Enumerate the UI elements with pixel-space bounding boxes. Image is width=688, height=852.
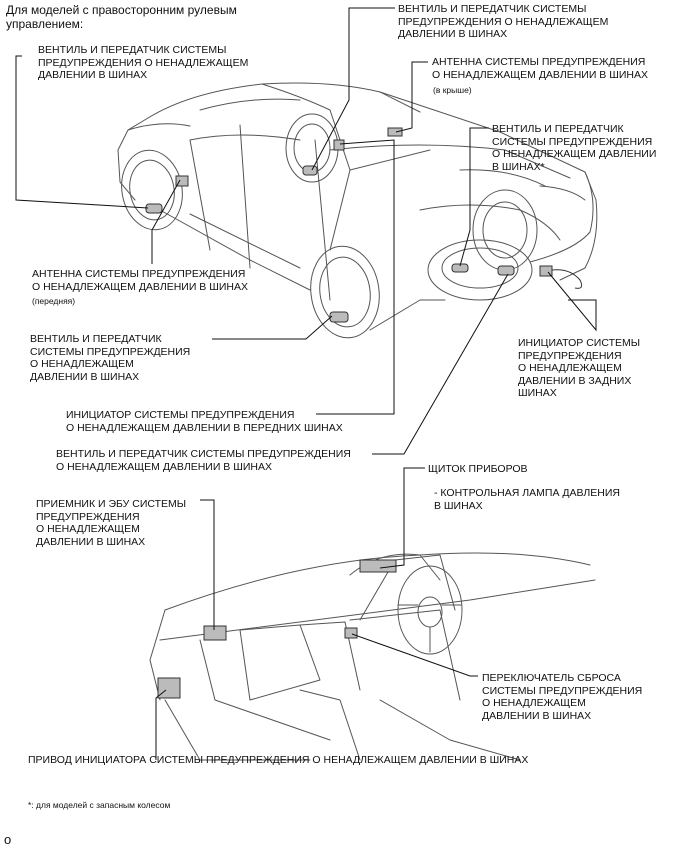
initiator-rear-wire <box>551 269 583 289</box>
car-wheels <box>121 113 538 339</box>
valve-rear-marker <box>497 265 515 276</box>
car-outline <box>117 82 598 331</box>
label-reset-switch: ПЕРЕКЛЮЧАТЕЛЬ СБРОСА СИСТЕМЫ ПРЕДУПРЕЖДЕ… <box>482 672 643 722</box>
label-valve-rear-left: ВЕНТИЛЬ И ПЕРЕДАТЧИК СИСТЕМЫ ПРЕДУПРЕЖДЕ… <box>398 3 609 40</box>
leader-lines <box>15 7 597 760</box>
receiver-ecu-marker <box>203 625 227 641</box>
initiator-driver-marker <box>157 677 181 699</box>
label-initiator-front: ИНИЦИАТОР СИСТЕМЫ ПРЕДУПРЕЖДЕНИЯ О НЕНАД… <box>66 409 343 434</box>
label-initiator-driver: ПРИВОД ИНИЦИАТОРА СИСТЕМЫ ПРЕДУПРЕЖДЕНИЯ… <box>28 754 529 766</box>
label-receiver-ecu: ПРИЕМНИК И ЭБУ СИСТЕМЫ ПРЕДУПРЕЖДЕНИЯ О … <box>36 498 187 548</box>
label-instrument-panel: ЩИТОК ПРИБОРОВ <box>428 463 528 475</box>
page-mark: o <box>4 832 12 847</box>
label-warning-lamp: - КОНТРОЛЬНАЯ ЛАМПА ДАВЛЕНИЯ В ШИНАХ <box>434 487 620 512</box>
label-antenna-roof: АНТЕННА СИСТЕМЫ ПРЕДУПРЕЖДЕНИЯ О НЕНАДЛЕ… <box>432 56 648 81</box>
antenna-front-marker <box>175 175 189 187</box>
label-antenna-roof-note: (в крыше) <box>433 85 472 95</box>
valve-rear-left-marker <box>302 165 318 176</box>
label-valve-front: ВЕНТИЛЬ И ПЕРЕДАТЧИК СИСТЕМЫ ПРЕДУПРЕЖДЕ… <box>30 333 191 383</box>
reset-switch-marker <box>344 627 358 639</box>
dashboard-outline <box>149 552 596 761</box>
initiator-front-marker <box>333 139 345 151</box>
label-valve-front-left: ВЕНТИЛЬ И ПЕРЕДАТЧИК СИСТЕМЫ ПРЕДУПРЕЖДЕ… <box>38 44 249 81</box>
label-initiator-rear: ИНИЦИАТОР СИСТЕМЫ ПРЕДУПРЕЖДЕНИЯ О НЕНАД… <box>518 337 641 399</box>
label-valve-rear: ВЕНТИЛЬ И ПЕРЕДАТЧИК СИСТЕМЫ ПРЕДУПРЕЖДЕ… <box>56 448 351 473</box>
valve-front-marker <box>329 311 349 323</box>
cluster-marker <box>359 559 397 573</box>
label-antenna-front: АНТЕННА СИСТЕМЫ ПРЕДУПРЕЖДЕНИЯ О НЕНАДЛЕ… <box>32 268 248 293</box>
header-text: Для моделей с правосторонним рулевым упр… <box>6 3 237 31</box>
label-valve-spare: ВЕНТИЛЬ И ПЕРЕДАТЧИК СИСТЕМЫ ПРЕДУПРЕЖДЕ… <box>492 123 657 173</box>
valve-front-left-marker <box>145 203 163 214</box>
antenna-roof-marker <box>387 127 403 137</box>
label-antenna-front-note: (передняя) <box>32 296 76 306</box>
valve-spare-marker <box>451 263 469 273</box>
initiator-rear-marker <box>539 265 553 277</box>
footnote: *: для моделей с запасным колесом <box>28 800 171 810</box>
